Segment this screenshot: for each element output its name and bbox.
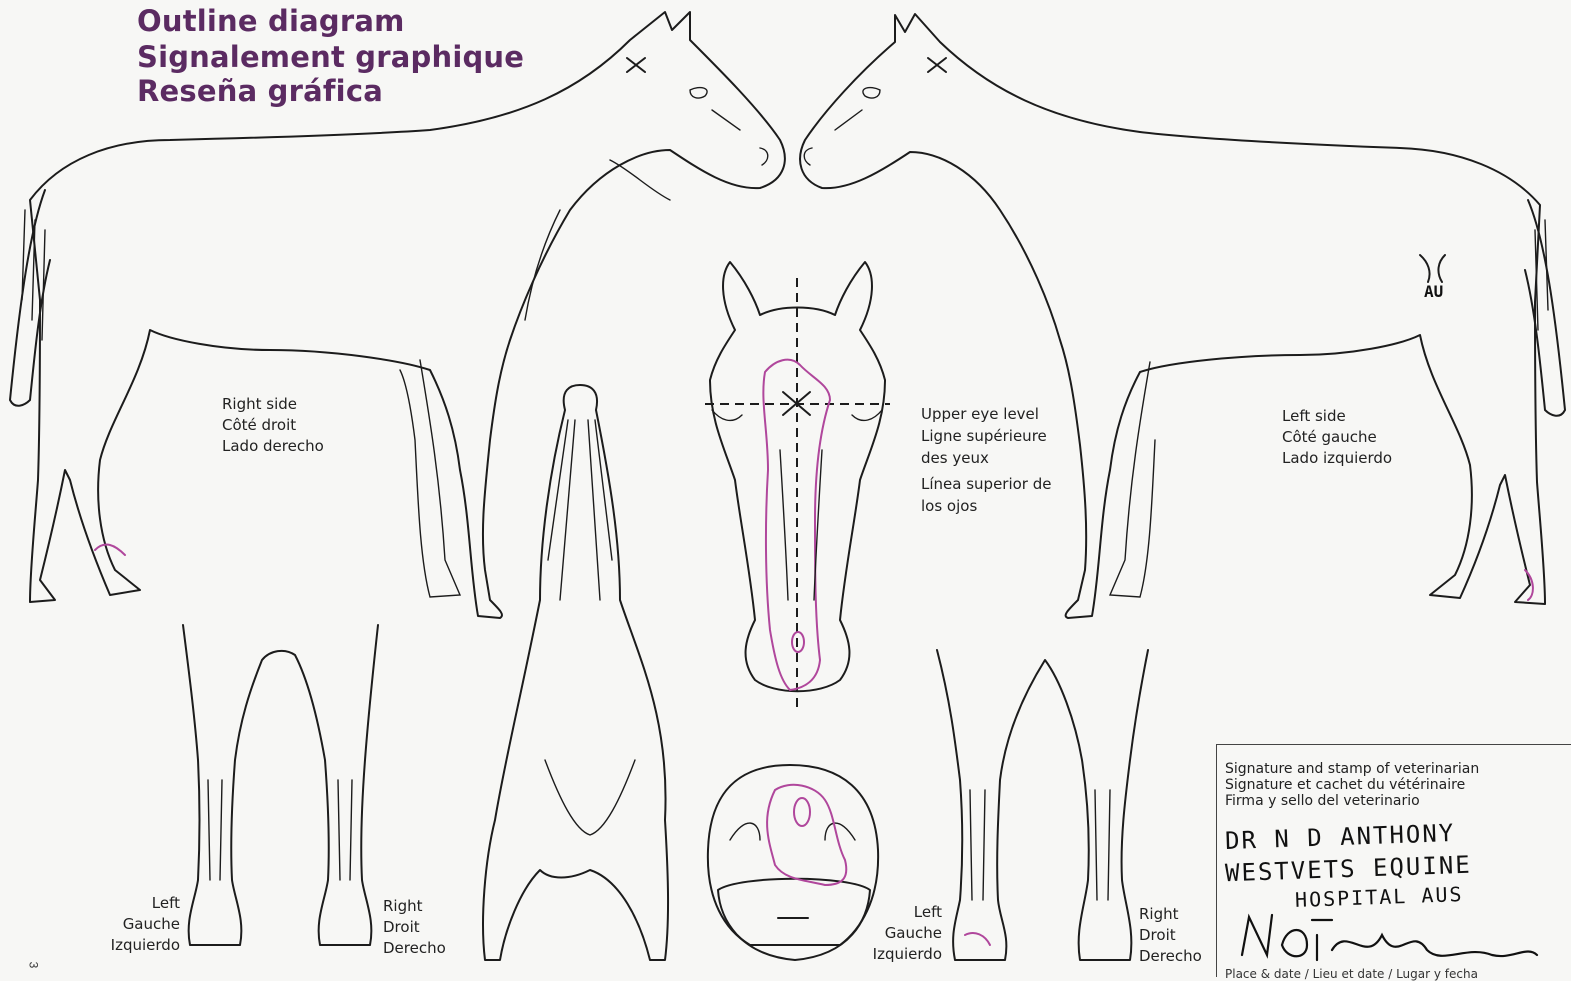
vet-signature-scribble bbox=[1237, 905, 1571, 965]
signature-heading-en: Signature and stamp of veterinarian bbox=[1225, 761, 1479, 777]
right-side-horse-outline bbox=[10, 12, 785, 618]
eye-level-label-en: Upper eye level bbox=[921, 403, 1052, 425]
chest-front-view bbox=[483, 385, 668, 960]
eye-level-label-es-1: Línea superior de bbox=[921, 473, 1052, 495]
right-side-label: Right side Côté droit Lado derecho bbox=[222, 394, 324, 457]
rear-left-label: Left Gauche Izquierdo bbox=[870, 902, 942, 965]
rear-legs-view bbox=[937, 650, 1148, 960]
front-left-label: Left Gauche Izquierdo bbox=[108, 893, 180, 956]
head-front-view bbox=[705, 262, 890, 710]
rear-left-label-fr: Gauche bbox=[870, 923, 942, 944]
veterinarian-signature-box: Signature and stamp of veterinarian Sign… bbox=[1216, 744, 1571, 977]
front-left-label-fr: Gauche bbox=[108, 914, 180, 935]
rear-left-label-en: Left bbox=[870, 902, 942, 923]
vet-name-handwritten: DR N D ANTHONY bbox=[1225, 819, 1456, 855]
signature-heading: Signature and stamp of veterinarian Sign… bbox=[1225, 761, 1479, 809]
eye-level-label-fr-2: des yeux bbox=[921, 447, 1052, 469]
front-legs-view bbox=[183, 625, 378, 945]
eye-level-label: Upper eye level Ligne supérieure des yeu… bbox=[921, 403, 1052, 517]
practice-name-handwritten: WESTVETS EQUINE bbox=[1225, 851, 1473, 888]
front-right-label: Right Droit Derecho bbox=[383, 896, 446, 959]
rear-right-label-es: Derecho bbox=[1139, 946, 1202, 967]
place-date-label: Place & date / Lieu et date / Lugar y fe… bbox=[1225, 967, 1565, 981]
front-left-label-es: Izquierdo bbox=[108, 935, 180, 956]
rear-right-label-en: Right bbox=[1139, 904, 1202, 925]
front-right-label-es: Derecho bbox=[383, 938, 446, 959]
left-side-label-fr: Côté gauche bbox=[1282, 427, 1392, 448]
rear-left-label-es: Izquierdo bbox=[870, 944, 942, 965]
rear-right-label: Right Droit Derecho bbox=[1139, 904, 1202, 967]
signature-heading-es: Firma y sello del veterinario bbox=[1225, 793, 1479, 809]
front-right-label-en: Right bbox=[383, 896, 446, 917]
front-left-label-en: Left bbox=[108, 893, 180, 914]
page-number: 3 bbox=[26, 962, 40, 969]
right-side-label-es: Lado derecho bbox=[222, 436, 324, 457]
left-side-label-en: Left side bbox=[1282, 406, 1392, 427]
left-side-label-es: Lado izquierdo bbox=[1282, 448, 1392, 469]
muzzle-view bbox=[708, 765, 878, 960]
eye-level-label-es-2: los ojos bbox=[921, 495, 1052, 517]
eye-level-label-fr-1: Ligne supérieure bbox=[921, 425, 1052, 447]
right-side-label-fr: Côté droit bbox=[222, 415, 324, 436]
rear-right-label-fr: Droit bbox=[1139, 925, 1202, 946]
right-side-label-en: Right side bbox=[222, 394, 324, 415]
freeze-brand-mark: AU bbox=[1424, 282, 1443, 301]
front-right-label-fr: Droit bbox=[383, 917, 446, 938]
left-side-horse-outline bbox=[800, 14, 1565, 618]
left-side-label: Left side Côté gauche Lado izquierdo bbox=[1282, 406, 1392, 469]
signature-heading-fr: Signature et cachet du vétérinaire bbox=[1225, 777, 1479, 793]
